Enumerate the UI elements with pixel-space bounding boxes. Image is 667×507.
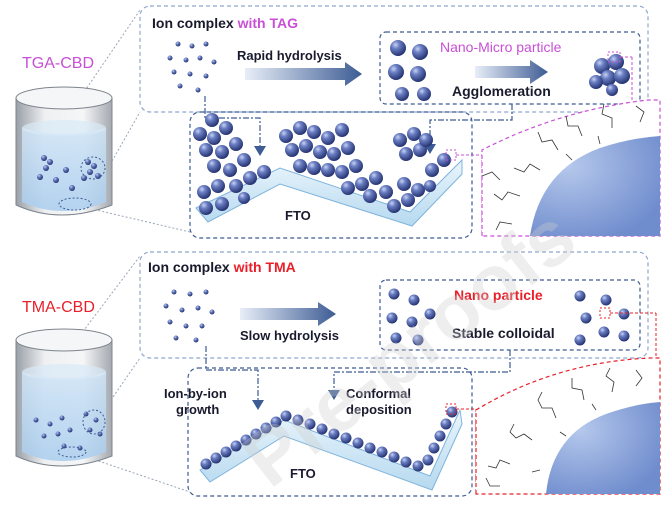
bottom-growth-label-line2: growth: [176, 402, 219, 417]
bottom-particle-label: Nano particle: [454, 287, 543, 303]
bottom-growth-label-line1: Ion-by-ion: [164, 386, 227, 401]
top-agglomerated-film: [193, 113, 451, 215]
bottom-process-label: Stable colloidal: [452, 325, 555, 341]
top-agglomeration-arrow: [475, 60, 548, 84]
top-particle-box: [379, 31, 641, 105]
bottom-fto-label: FTO: [290, 466, 316, 481]
bottom-ion-dots: [163, 289, 215, 343]
top-ion-label: Ion complex with TAG: [152, 15, 298, 31]
bottom-deposition-label-line1: Conformal: [346, 386, 411, 401]
top-particles: [388, 40, 431, 101]
top-beaker: [15, 86, 113, 216]
top-particle-label: Nano-Micro particle: [440, 39, 562, 55]
bottom-magnified-inset: [475, 357, 661, 495]
top-ion-dots: [167, 41, 217, 93]
top-hydrolysis-label: Rapid hydrolysis: [237, 48, 342, 63]
bottom-deposition-label-line2: deposition: [346, 402, 412, 417]
bottom-ion-label: Ion complex with TMA: [148, 259, 296, 275]
top-magnified-inset: [481, 99, 661, 237]
bottom-beaker: [15, 328, 113, 467]
top-panel: TGA-CBD Ion complex with TAG Rapid hydro…: [15, 5, 661, 239]
bottom-particles: [386, 288, 630, 346]
bottom-method-label: TMA-CBD: [22, 299, 95, 316]
top-fto-label: FTO: [285, 208, 311, 223]
top-hydrolysis-arrow: [245, 62, 362, 86]
top-cluster: [589, 54, 630, 96]
top-fto-box: [189, 111, 473, 239]
top-ion-box: [139, 5, 649, 113]
top-method-label: TGA-CBD: [22, 55, 94, 72]
bottom-panel: TMA-CBD Ion complex with TMA Slow hydrol…: [15, 251, 661, 497]
bottom-fto-box: [187, 367, 473, 497]
bottom-ion-box: [139, 251, 649, 359]
bottom-conformal-film: [200, 406, 458, 472]
bottom-hydrolysis-label: Slow hydrolysis: [240, 328, 339, 343]
bottom-hydrolysis-arrow: [240, 302, 336, 326]
top-process-label: Agglomeration: [452, 83, 551, 99]
